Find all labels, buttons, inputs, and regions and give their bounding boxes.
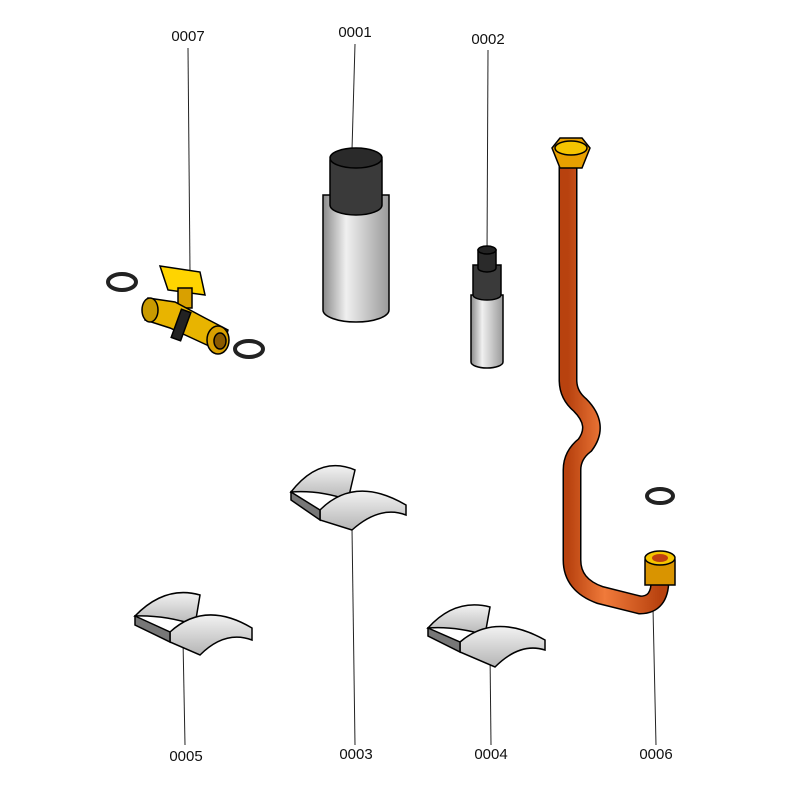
leader-line-0003 (351, 527, 356, 746)
label-0003: 0003 (339, 746, 373, 763)
leader-line-0005 (182, 639, 186, 746)
leader-line-0007 (187, 47, 191, 273)
label-0002: 0002 (471, 31, 505, 48)
label-0007: 0007 (171, 28, 205, 45)
part-0006-copper-pipe (551, 137, 676, 615)
part-0004-insulation-pad (426, 604, 546, 668)
part-0002-small-can (470, 245, 504, 369)
label-0005: 0005 (169, 748, 203, 765)
part-0001-spray-can (322, 147, 390, 323)
label-0004: 0004 (474, 746, 508, 763)
part-0005-insulation-pad (133, 591, 253, 656)
leader-line-0001 (351, 43, 356, 151)
leader-lines (182, 43, 657, 746)
label-0006: 0006 (639, 746, 673, 763)
leader-line-0006 (652, 607, 657, 746)
leader-line-0004 (489, 651, 492, 746)
leader-line-0002 (486, 49, 489, 257)
part-0003-insulation-pad (289, 465, 407, 531)
label-0001: 0001 (338, 24, 372, 41)
part-0007-ball-valve (106, 265, 265, 359)
